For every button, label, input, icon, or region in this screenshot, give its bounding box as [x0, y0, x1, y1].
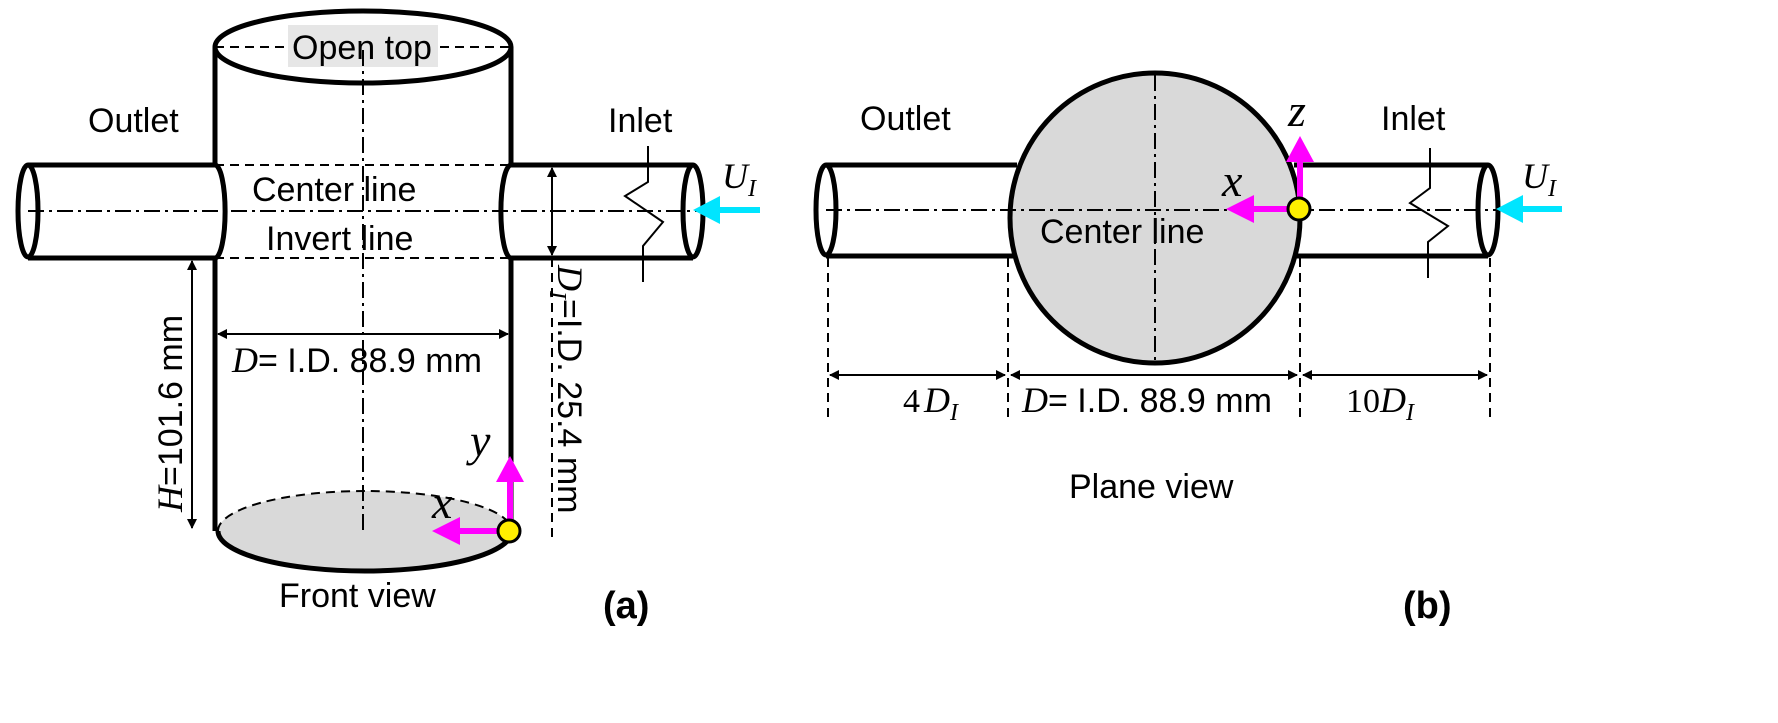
plane-view-caption: Plane view — [1069, 468, 1234, 506]
axis-y-label: y — [466, 415, 491, 466]
dim-inlet-label: 10DI — [1346, 380, 1415, 426]
plan-flow-velocity-symbol: UI — [1522, 156, 1557, 202]
base-ellipse-fill — [218, 491, 512, 571]
inlet-diameter-label: DI=I.D. 25.4 mm — [544, 264, 590, 513]
open-top-label: Open top — [292, 29, 432, 67]
center-line-label: Center line — [252, 171, 416, 209]
plan-z-axis-arrow-head — [1286, 136, 1314, 162]
front-view-caption: Front view — [279, 577, 436, 615]
invert-line-label: Invert line — [266, 220, 413, 258]
plan-inlet-label: Inlet — [1381, 100, 1446, 138]
height-label: H=101.6 mm — [150, 315, 190, 513]
flow-arrow-head — [693, 196, 720, 224]
plan-inlet-break-symbol — [1408, 148, 1450, 278]
plan-outlet-label: Outlet — [860, 100, 951, 138]
origin-marker — [496, 518, 522, 544]
plan-outlet-end — [813, 162, 839, 258]
plan-center-line-label: Center line — [1040, 213, 1204, 251]
panel-a-label: (a) — [603, 585, 649, 627]
plan-origin-marker — [1286, 196, 1312, 222]
plan-axis-x-label: x — [1221, 155, 1243, 206]
base-ellipse-lower — [215, 530, 515, 574]
dim-diameter-label: D= I.D. 88.9 mm — [1021, 380, 1272, 420]
plan-flow-arrow-head — [1496, 195, 1523, 223]
inlet-pipe-joint — [498, 162, 512, 261]
front-view: Open top Center line Invert line Outlet … — [15, 8, 760, 627]
flow-velocity-symbol: UI — [722, 156, 757, 202]
inlet-label: Inlet — [608, 102, 673, 140]
axis-x-label: x — [431, 477, 453, 528]
panel-b-label: (b) — [1403, 585, 1452, 627]
inlet-break-symbol — [623, 146, 665, 282]
outlet-label: Outlet — [88, 102, 179, 140]
plan-x-axis-arrow-head — [1226, 195, 1254, 223]
base-ellipse-upper — [217, 490, 513, 532]
outlet-pipe-joint — [214, 162, 228, 261]
diameter-label: D= I.D. 88.9 mm — [231, 340, 482, 380]
plan-axis-z-label: z — [1287, 85, 1306, 136]
y-axis-arrow-head — [496, 456, 524, 482]
x-axis-arrow-head — [432, 517, 460, 545]
outlet-pipe-end — [15, 162, 41, 260]
